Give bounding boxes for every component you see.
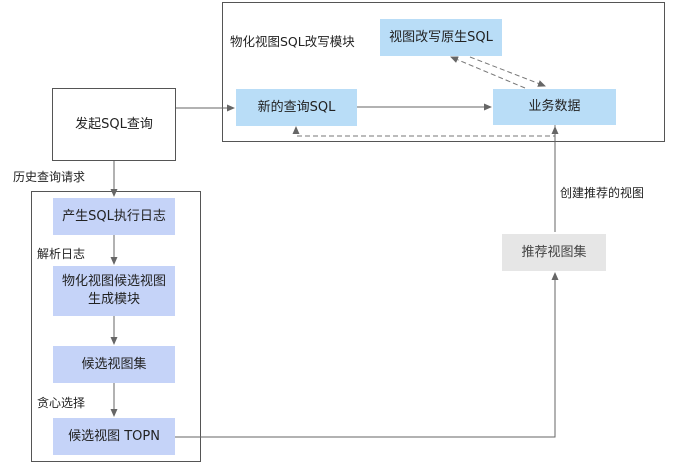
gen-log-label: 产生SQL执行日志 xyxy=(62,208,166,224)
rewrite-sql-label: 视图改写原生SQL xyxy=(389,29,493,45)
topn-node: 候选视图 TOPN xyxy=(53,418,175,455)
mv-module-title: 物化视图SQL改写模块 xyxy=(230,34,355,49)
gen-log-node: 产生SQL执行日志 xyxy=(53,198,175,235)
rewrite-sql-node: 视图改写原生SQL xyxy=(380,19,502,56)
topn-label: 候选视图 TOPN xyxy=(68,428,160,444)
edge-topn-to-recommend xyxy=(175,272,559,438)
recommend-set-label: 推荐视图集 xyxy=(521,244,587,260)
start-query-node: 发起SQL查询 xyxy=(52,88,176,161)
start-query-label: 发起SQL查询 xyxy=(75,116,153,132)
business-data-node: 业务数据 xyxy=(493,89,616,125)
candidate-gen-label-line2: 生成模块 xyxy=(87,292,140,307)
candidate-set-label: 候选视图集 xyxy=(81,356,147,372)
candidate-gen-label-line1: 物化视图候选视图 xyxy=(61,274,166,289)
new-query-node: 新的查询SQL xyxy=(236,89,357,126)
new-query-label: 新的查询SQL xyxy=(257,99,336,115)
candidate-set-node: 候选视图集 xyxy=(53,346,175,383)
edge-dashed-data-to-rewrite xyxy=(450,56,526,89)
create-views-label: 创建推荐的视图 xyxy=(560,186,645,200)
candidate-gen-node: 物化视图候选视图 生成模块 xyxy=(53,266,175,316)
edge-dashed-rewrite-to-data xyxy=(469,56,546,87)
recommend-set-node: 推荐视图集 xyxy=(502,234,606,271)
edge-dashed-data-to-new-query xyxy=(292,125,556,137)
parse-log-label: 解析日志 xyxy=(37,247,86,261)
greedy-select-label: 贪心选择 xyxy=(37,396,86,410)
history-requests-label: 历史查询请求 xyxy=(13,170,86,184)
business-data-label: 业务数据 xyxy=(528,99,581,114)
